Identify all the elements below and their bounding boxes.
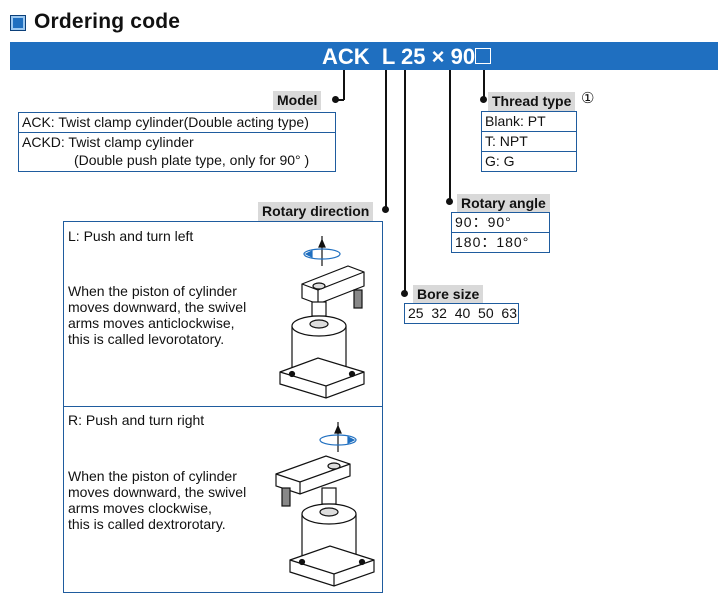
direction-leader-v — [385, 70, 387, 210]
thread-note-mark: ① — [581, 90, 595, 107]
bore-size-label: Bore size — [413, 285, 484, 304]
angle-leader-v — [449, 70, 451, 202]
page-title: Ordering code — [34, 10, 181, 33]
title-square-icon — [10, 15, 26, 31]
direction-divider — [64, 406, 382, 407]
left-clamp-cylinder-image — [279, 236, 365, 399]
thread-option-pt: Blank: PT — [482, 112, 576, 132]
thread-option-g: G: G — [485, 153, 515, 169]
right-desc-line: arms moves clockwise, — [68, 500, 212, 516]
angle-option-180: 180：180° — [455, 234, 530, 250]
right-desc-line: When the piston of cylinder — [68, 468, 237, 484]
right-desc-line: moves downward, the swivel — [68, 484, 247, 500]
model-option-ack: ACK: Twist clamp cylinder(Double acting … — [19, 113, 335, 133]
thread-leader-v — [483, 70, 485, 100]
ordering-code: ACK L 25 × 90 — [322, 44, 476, 69]
left-desc-line: moves downward, the swivel — [68, 299, 247, 315]
direction-left-title: L: Push and turn left — [68, 228, 194, 244]
thread-suffix-box — [475, 48, 491, 64]
direction-left-desc: When the piston of cylinder moves downwa… — [68, 283, 246, 347]
rotary-direction-label: Rotary direction — [258, 202, 374, 221]
thread-leader-dot — [480, 96, 487, 103]
thread-type-label: Thread type — [488, 92, 576, 111]
rotary-angle-options: 90：90° 180：180° — [451, 212, 550, 253]
model-option-ackd: ACKD: Twist clamp cylinder (Double push … — [19, 133, 335, 171]
model-options: ACK: Twist clamp cylinder(Double acting … — [18, 112, 336, 172]
rotary-direction-panel: L: Push and turn left When the piston of… — [63, 221, 383, 593]
left-desc-line: this is called levorotatory. — [68, 331, 225, 347]
model-option-ackd-line1: ACKD: Twist clamp cylinder — [22, 134, 194, 150]
bore-leader-dot — [401, 290, 408, 297]
bore-leader-v — [404, 70, 406, 294]
direction-right-title: R: Push and turn right — [68, 412, 205, 428]
angle-option-90: 90：90° — [452, 213, 549, 233]
rotary-angle-label: Rotary angle — [457, 194, 550, 213]
model-option-ackd-line2: (Double push plate type, only for 90° ) — [74, 152, 310, 168]
bore-size-options: 25 32 40 50 63 — [404, 303, 519, 324]
left-desc-line: arms moves anticlockwise, — [68, 315, 235, 331]
right-clamp-cylinder-image — [275, 422, 375, 587]
thread-type-options: Blank: PT T: NPT G: G — [481, 111, 577, 172]
model-leader-dot — [332, 96, 339, 103]
left-desc-line: When the piston of cylinder — [68, 283, 237, 299]
model-label: Model — [273, 91, 322, 110]
model-leader-v — [343, 70, 345, 100]
angle-leader-dot — [446, 198, 453, 205]
bore-size-values: 25 32 40 50 63 — [408, 305, 517, 321]
right-desc-line: this is called dextrorotary. — [68, 516, 226, 532]
direction-right-desc: When the piston of cylinder moves downwa… — [68, 468, 246, 532]
direction-leader-dot — [382, 206, 389, 213]
model-leader-h — [336, 99, 344, 101]
code-band — [10, 42, 718, 70]
thread-option-npt: T: NPT — [482, 132, 576, 152]
